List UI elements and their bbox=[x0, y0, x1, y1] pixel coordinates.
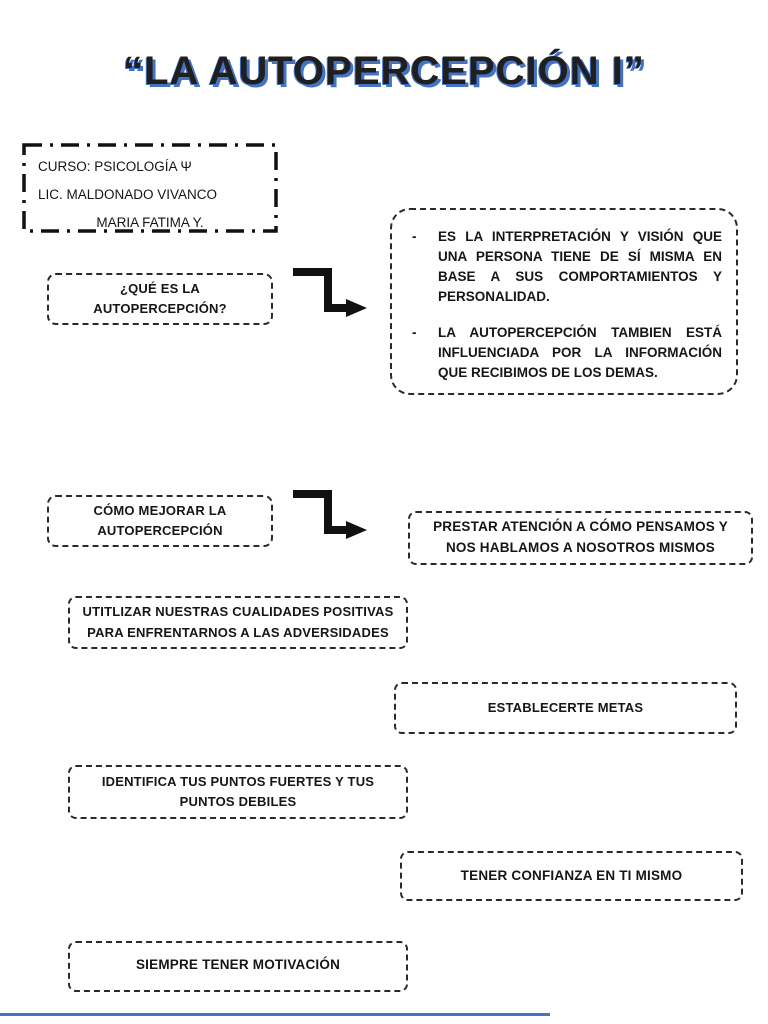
lecturer-name: LIC. MALDONADO VIVANCO bbox=[38, 187, 218, 202]
tip-box-identifica-puntos: IDENTIFICA TUS PUNTOS FUERTES Y TUS PUNT… bbox=[68, 765, 408, 819]
definition-box: - ES LA INTERPRETACIÓN Y VISIÓN QUE UNA … bbox=[390, 208, 738, 395]
elbow-arrow-icon bbox=[293, 268, 367, 317]
page-title: “LA AUTOPERCEPCIÓN I” bbox=[123, 48, 645, 93]
tip-box-siempre-motivacion: SIEMPRE TENER MOTIVACIÓN bbox=[68, 941, 408, 992]
tip-box-establecerte-metas: ESTABLECERTE METAS bbox=[394, 682, 737, 734]
question-label: CÓMO MEJORAR LA AUTOPERCEPCIÓN bbox=[93, 502, 227, 538]
definition-text: LA AUTOPERCEPCIÓN TAMBIEN ESTÁ INFLUENCI… bbox=[438, 325, 722, 380]
tip-box-utilizar-cualidades: UTITLIZAR NUESTRAS CUALIDADES POSITIVAS … bbox=[68, 596, 408, 649]
definition-text: ES LA INTERPRETACIÓN Y VISIÓN QUE UNA PE… bbox=[438, 229, 722, 304]
tip-label: ESTABLECERTE METAS bbox=[487, 699, 644, 715]
tip-box-tener-confianza: TENER CONFIANZA EN TI MISMO bbox=[400, 851, 743, 901]
tip-box-prestar-atencion: PRESTAR ATENCIÓN A CÓMO PENSAMOS Y NOS H… bbox=[408, 511, 753, 565]
course-info-box: CURSO: PSICOLOGÍA Ψ LIC. MALDONADO VIVAN… bbox=[22, 143, 278, 233]
elbow-arrow-icon bbox=[293, 490, 367, 539]
student-name: MARIA FATIMA Y. bbox=[96, 215, 204, 230]
tip-label: IDENTIFICA TUS PUNTOS FUERTES Y TUS PUNT… bbox=[101, 773, 375, 809]
question-box-que-es-la-autopercepcion: ¿QUÉ ES LA AUTOPERCEPCIÓN? bbox=[47, 273, 273, 325]
dash-dot-border bbox=[22, 143, 278, 233]
tip-label: PRESTAR ATENCIÓN A CÓMO PENSAMOS Y NOS H… bbox=[433, 519, 728, 555]
course-name: CURSO: PSICOLOGÍA Ψ bbox=[38, 159, 192, 174]
tip-label: TENER CONFIANZA EN TI MISMO bbox=[460, 867, 683, 883]
question-box-como-mejorar: CÓMO MEJORAR LA AUTOPERCEPCIÓN bbox=[47, 495, 273, 547]
tip-label: SIEMPRE TENER MOTIVACIÓN bbox=[135, 957, 341, 972]
bullet-dash-marker: - bbox=[412, 325, 417, 340]
question-label: ¿QUÉ ES LA AUTOPERCEPCIÓN? bbox=[93, 280, 227, 316]
tip-label: UTITLIZAR NUESTRAS CUALIDADES POSITIVAS … bbox=[82, 604, 394, 640]
definition-bullet: - LA AUTOPERCEPCIÓN TAMBIEN ESTÁ INFLUEN… bbox=[406, 323, 722, 383]
bullet-dash-marker: - bbox=[412, 229, 417, 244]
definition-bullet: - ES LA INTERPRETACIÓN Y VISIÓN QUE UNA … bbox=[406, 227, 722, 307]
footer-accent-line bbox=[0, 1013, 550, 1016]
